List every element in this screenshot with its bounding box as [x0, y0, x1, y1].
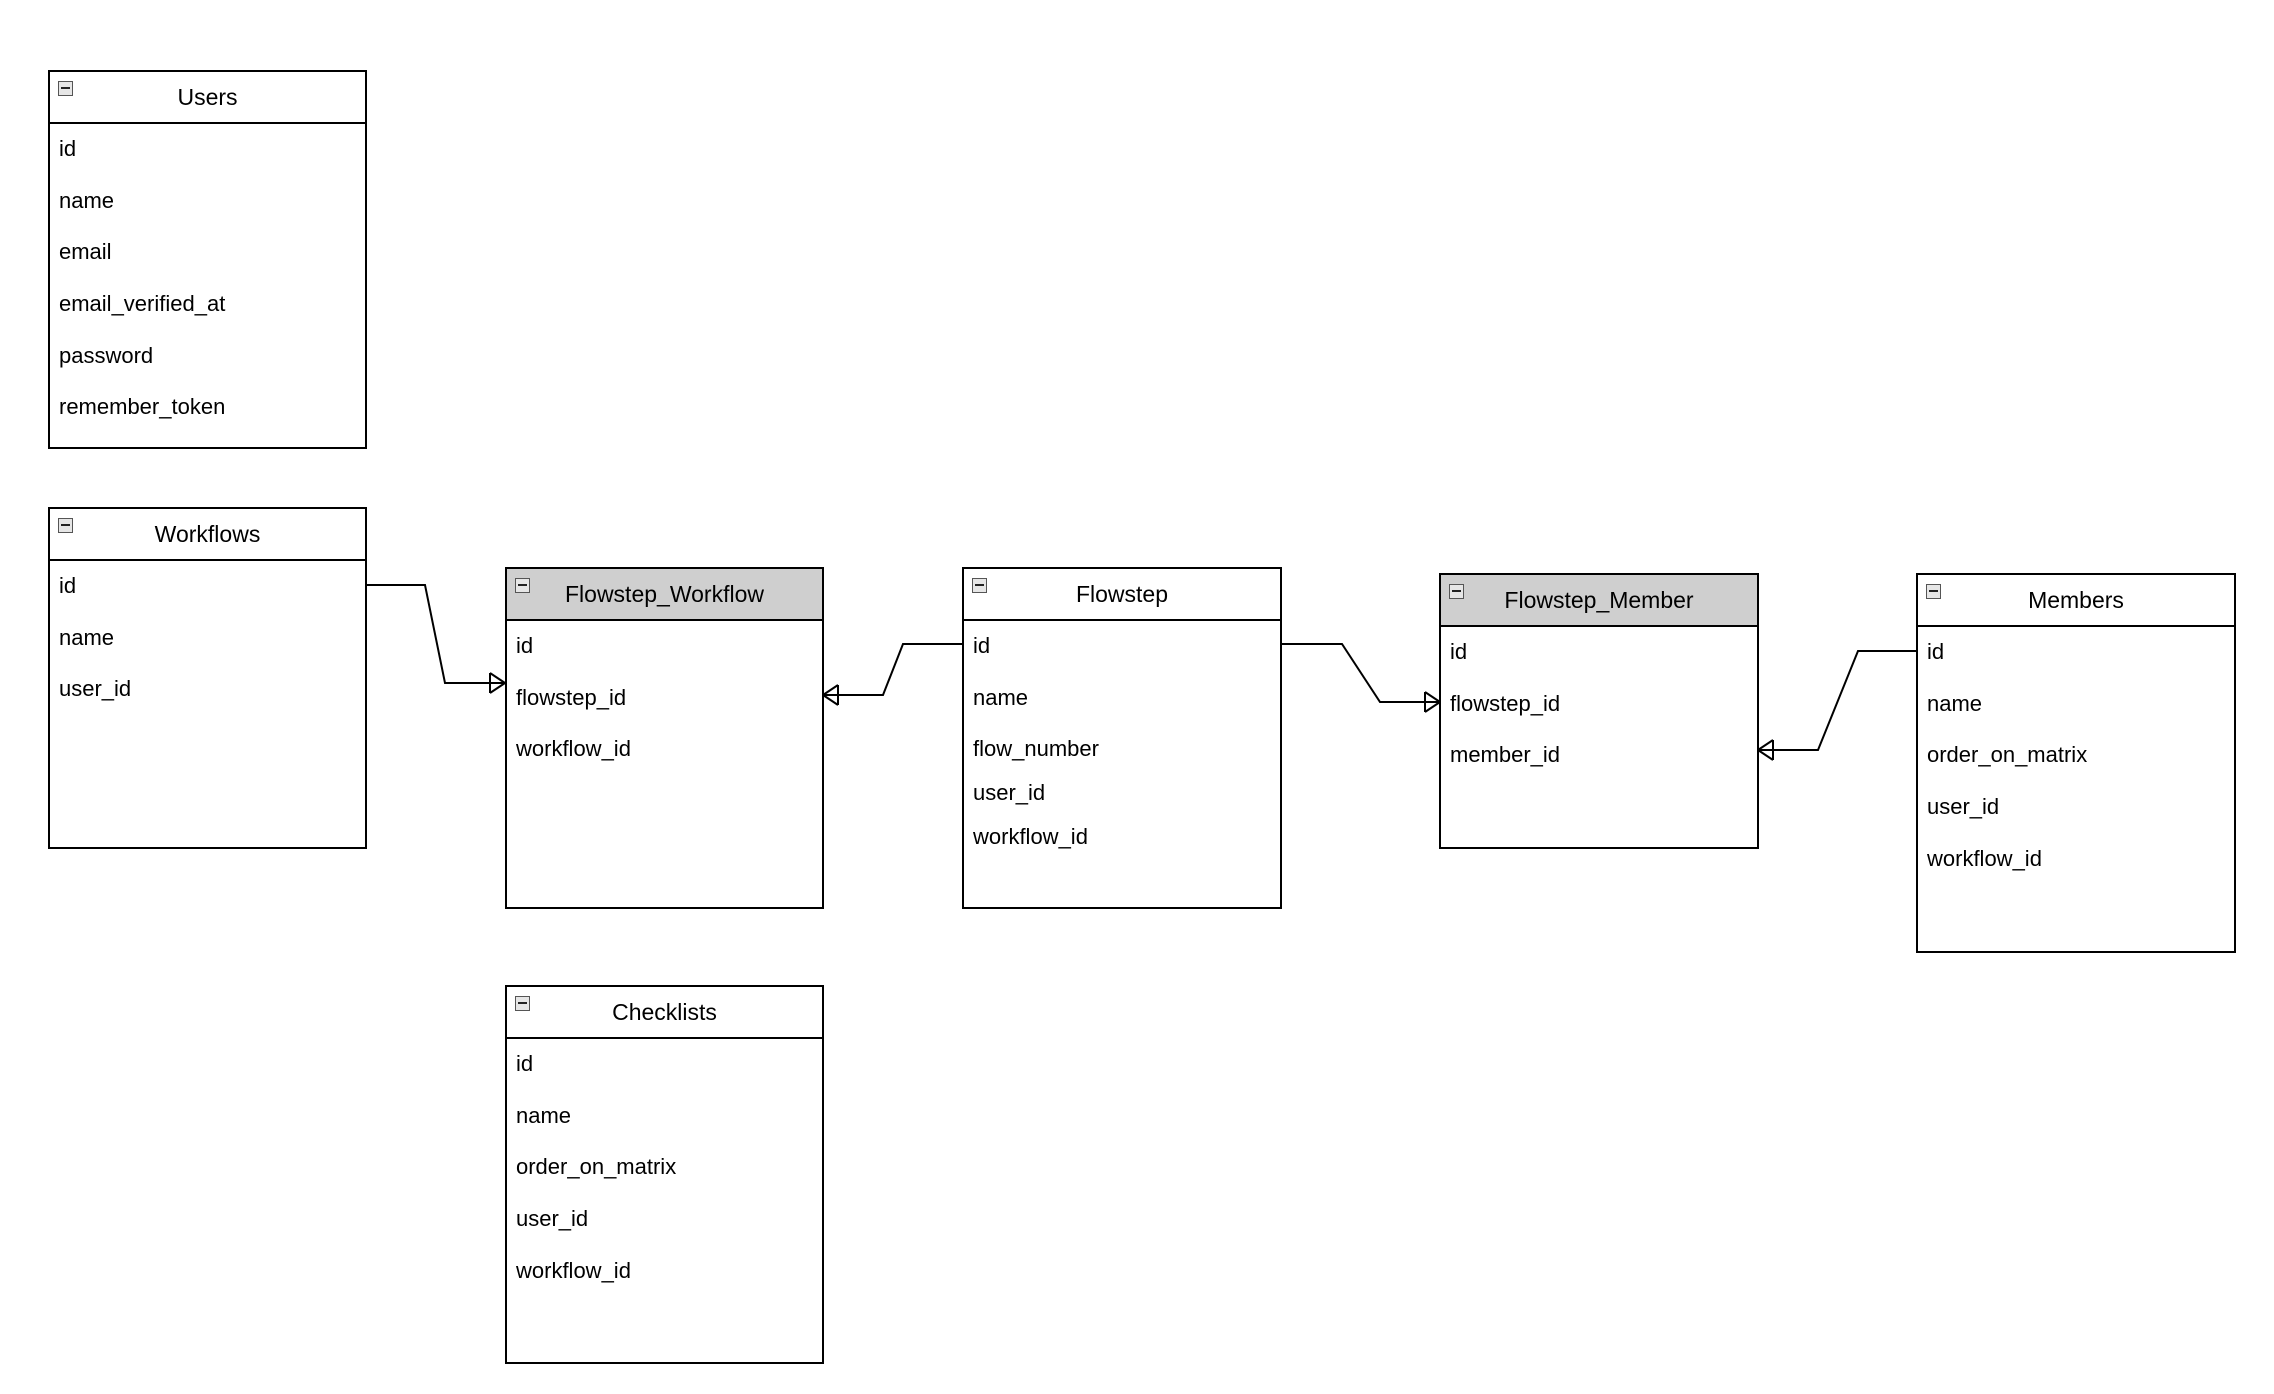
field-row[interactable]: email_verified_at	[59, 291, 226, 316]
collapse-icon[interactable]	[1449, 584, 1464, 599]
entity-title: Flowstep	[1075, 580, 1169, 607]
entity-header: Members	[1918, 575, 2234, 627]
field-row[interactable]: workflow_id	[973, 824, 1088, 849]
entity-header: Checklists	[507, 987, 822, 1039]
entity-title: Users	[177, 83, 238, 110]
field-row[interactable]: id	[516, 633, 534, 658]
field-row[interactable]: name	[1927, 691, 1983, 716]
field-row[interactable]: workflow_id	[516, 1258, 631, 1283]
field-row[interactable]: id	[1927, 639, 1945, 664]
field-row[interactable]: password	[59, 343, 154, 368]
field-row[interactable]: order_on_matrix	[516, 1154, 677, 1179]
entity-header: Flowstep_Member	[1441, 575, 1757, 627]
entity-flowstep-member[interactable]: Flowstep_Member id flowstep_id member_id	[1439, 573, 1759, 849]
entity-header: Users	[50, 72, 365, 124]
crowfoot-flowstep-member-left-icon	[1424, 691, 1441, 713]
field-row[interactable]: flowstep_id	[516, 685, 627, 710]
entity-workflows[interactable]: Workflows id name user_id	[48, 507, 367, 849]
field-row[interactable]: id	[59, 573, 77, 598]
field-row[interactable]: flow_number	[973, 736, 1099, 761]
collapse-icon[interactable]	[58, 81, 73, 96]
entity-checklists[interactable]: Checklists id name order_on_matrix user_…	[505, 985, 824, 1364]
entity-header: Flowstep_Workflow	[507, 569, 822, 621]
field-row[interactable]: flowstep_id	[1450, 691, 1561, 716]
connector-members-to-flowstep-member[interactable]	[1758, 650, 1918, 751]
field-row[interactable]: workflow_id	[516, 736, 631, 761]
crowfoot-flowstep-member-right-icon	[1757, 739, 1774, 761]
entity-title: Workflows	[154, 520, 261, 547]
field-row[interactable]: id	[1450, 639, 1468, 664]
collapse-icon[interactable]	[1926, 584, 1941, 599]
collapse-icon[interactable]	[58, 518, 73, 533]
field-row[interactable]: member_id	[1450, 742, 1561, 767]
field-row[interactable]: remember_token	[59, 394, 226, 419]
collapse-icon[interactable]	[515, 578, 530, 593]
field-row[interactable]: id	[59, 136, 77, 161]
field-row[interactable]: name	[973, 685, 1029, 710]
field-row[interactable]: id	[516, 1051, 534, 1076]
connector-flowstep-to-flowstep-workflow[interactable]	[823, 643, 963, 696]
connector-workflows-to-flowstep-workflow[interactable]	[366, 584, 505, 684]
entity-users[interactable]: Users id name email email_verified_at pa…	[48, 70, 367, 449]
field-row[interactable]: name	[516, 1103, 572, 1128]
entity-flowstep-workflow[interactable]: Flowstep_Workflow id flowstep_id workflo…	[505, 567, 824, 909]
entity-title: Members	[2028, 586, 2124, 613]
field-row[interactable]: workflow_id	[1927, 846, 2042, 871]
entity-header: Flowstep	[964, 569, 1280, 621]
collapse-icon[interactable]	[972, 578, 987, 593]
field-row[interactable]: user_id	[516, 1206, 589, 1231]
collapse-icon[interactable]	[515, 996, 530, 1011]
entity-members[interactable]: Members id name order_on_matrix user_id …	[1916, 573, 2236, 953]
field-row[interactable]: id	[973, 633, 991, 658]
field-row[interactable]: email	[59, 239, 112, 264]
entity-title: Checklists	[612, 998, 717, 1025]
field-row[interactable]: user_id	[1927, 794, 2000, 819]
field-row[interactable]: name	[59, 188, 115, 213]
field-row[interactable]: name	[59, 625, 115, 650]
entity-header: Workflows	[50, 509, 365, 561]
connector-flowstep-to-flowstep-member[interactable]	[1282, 643, 1440, 703]
crowfoot-flowstep-workflow-right-icon	[822, 684, 839, 706]
crowfoot-flowstep-workflow-left-icon	[489, 672, 506, 694]
entity-title: Flowstep_Member	[1504, 586, 1694, 613]
field-row[interactable]: user_id	[973, 780, 1046, 805]
entity-title: Flowstep_Workflow	[565, 580, 764, 607]
field-row[interactable]: user_id	[59, 676, 132, 701]
entity-flowstep[interactable]: Flowstep id name flow_number user_id wor…	[962, 567, 1282, 909]
field-row[interactable]: order_on_matrix	[1927, 742, 2088, 767]
